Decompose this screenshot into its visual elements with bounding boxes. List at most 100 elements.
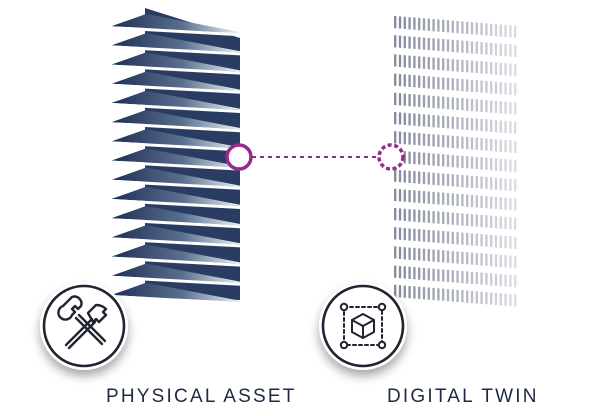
digital-twin-stripe xyxy=(466,137,469,150)
digital-twin-stripe xyxy=(398,227,402,240)
digital-twin-stripe xyxy=(456,251,459,264)
digital-twin-stripe xyxy=(466,156,469,169)
digital-twin-stripe xyxy=(490,42,493,56)
digital-twin-stripe xyxy=(480,272,483,285)
digital-twin-stripe xyxy=(413,171,416,184)
physical-building-slab-gap xyxy=(112,160,240,171)
digital-twin-stripe xyxy=(398,35,402,48)
physical-building-slab xyxy=(112,71,240,91)
physical-building-slab xyxy=(112,14,240,34)
digital-twin-stripe xyxy=(446,231,450,244)
digital-twin-stripe xyxy=(394,227,397,240)
digital-twin-stripe xyxy=(422,287,426,300)
digital-twin-stripe xyxy=(442,77,445,90)
digital-twin-stripe xyxy=(427,37,430,51)
digital-twin-stripe xyxy=(509,25,512,38)
digital-twin-stripe xyxy=(398,170,402,183)
digital-twin-stripe xyxy=(490,138,493,152)
digital-twin-stripe xyxy=(475,22,478,35)
digital-twin-stripe xyxy=(427,153,430,166)
digital-twin-stripe xyxy=(470,252,474,265)
digital-twin-stripe xyxy=(485,119,488,132)
digital-twin-stripe xyxy=(451,289,454,302)
physical-building-slab xyxy=(112,186,240,206)
digital-twin-stripe xyxy=(432,211,435,224)
digital-twin-stripe xyxy=(461,251,464,264)
digital-twin-stripe xyxy=(446,193,450,206)
digital-twin-stripe xyxy=(456,213,459,226)
digital-twin-stripe xyxy=(461,194,464,207)
digital-twin-stripe xyxy=(394,131,397,144)
physical-building-slab xyxy=(112,129,240,149)
digital-twin-stripe xyxy=(422,133,426,146)
digital-twin-stripe xyxy=(504,293,507,306)
digital-twin-stripe xyxy=(427,95,430,108)
digital-twin-stripe xyxy=(446,77,450,90)
digital-twin-stripe xyxy=(442,154,445,167)
digital-twin-stripe xyxy=(514,140,517,153)
digital-twin-stripe xyxy=(456,232,459,245)
digital-twin-stripe xyxy=(499,235,502,248)
digital-twin-stripe xyxy=(509,255,512,268)
digital-twin-stripe xyxy=(442,288,445,301)
digital-twin-stripe xyxy=(408,151,411,164)
digital-twin-stripe xyxy=(451,212,454,225)
digital-twin-stripe xyxy=(451,174,454,187)
digital-twin-stripe xyxy=(499,101,502,114)
digital-twin-stripe xyxy=(427,191,430,204)
digital-twin-stripe xyxy=(466,41,469,54)
digital-twin-stripe xyxy=(427,287,430,300)
digital-twin-stripe xyxy=(422,114,426,127)
digital-twin-stripe xyxy=(475,214,478,227)
digital-twin-stripe xyxy=(437,153,440,167)
digital-twin-stripe xyxy=(427,268,430,281)
digital-twin-stripe xyxy=(427,18,430,31)
digital-twin-stripe xyxy=(466,60,469,73)
digital-twin-stripe xyxy=(461,136,464,149)
digital-twin-stripe xyxy=(514,294,517,307)
digital-twin-badge xyxy=(319,282,407,370)
digital-twin-stripe xyxy=(509,294,512,307)
digital-twin-stripe xyxy=(461,271,464,284)
digital-twin-stripe xyxy=(413,132,416,145)
digital-twin-stripe xyxy=(461,98,464,111)
digital-twin-stripe xyxy=(470,291,474,304)
digital-twin-stripe xyxy=(514,25,517,38)
digital-twin-stripe xyxy=(470,99,474,112)
digital-twin-stripe xyxy=(422,191,426,204)
digital-twin-stripe xyxy=(499,139,502,152)
digital-twin-stripe xyxy=(446,212,450,225)
digital-twin-stripe xyxy=(446,269,450,282)
digital-twin-stripe xyxy=(456,78,459,91)
digital-twin-stripe xyxy=(490,292,493,305)
digital-twin-stripe xyxy=(494,216,498,229)
physical-building-slab-gap xyxy=(112,256,240,267)
digital-twin-stripe xyxy=(427,249,430,262)
digital-twin-stripe xyxy=(408,55,411,68)
digital-twin-stripe xyxy=(432,38,435,51)
digital-twin-stripe xyxy=(413,55,416,69)
digital-twin-stripe xyxy=(427,57,430,70)
digital-twin-stripe xyxy=(494,24,498,37)
digital-twin-stripe xyxy=(475,176,478,189)
digital-twin-stripe xyxy=(408,74,411,87)
digital-twin-stripe xyxy=(456,155,459,168)
digital-twin-stripe xyxy=(490,62,493,75)
digital-twin-stripe xyxy=(403,132,406,145)
digital-twin-stripe xyxy=(475,272,478,285)
digital-twin-stripe xyxy=(461,79,464,92)
digital-twin-stripe xyxy=(514,102,517,115)
digital-twin-stripe xyxy=(485,61,488,74)
digital-twin-stripe xyxy=(437,249,440,263)
digital-twin-stripe xyxy=(485,157,488,170)
digital-twin-stripe xyxy=(466,213,469,226)
digital-twin-stripe xyxy=(413,113,416,126)
digital-twin-stripe xyxy=(451,59,454,72)
digital-twin-stripe xyxy=(514,83,517,96)
digital-twin-stripe xyxy=(446,250,450,263)
digital-twin-stripe xyxy=(509,121,512,134)
digital-twin-stripe xyxy=(514,160,517,173)
digital-twin-stripe xyxy=(418,17,421,31)
digital-twin-stripe xyxy=(408,190,411,203)
digital-twin-stripe xyxy=(466,98,469,111)
